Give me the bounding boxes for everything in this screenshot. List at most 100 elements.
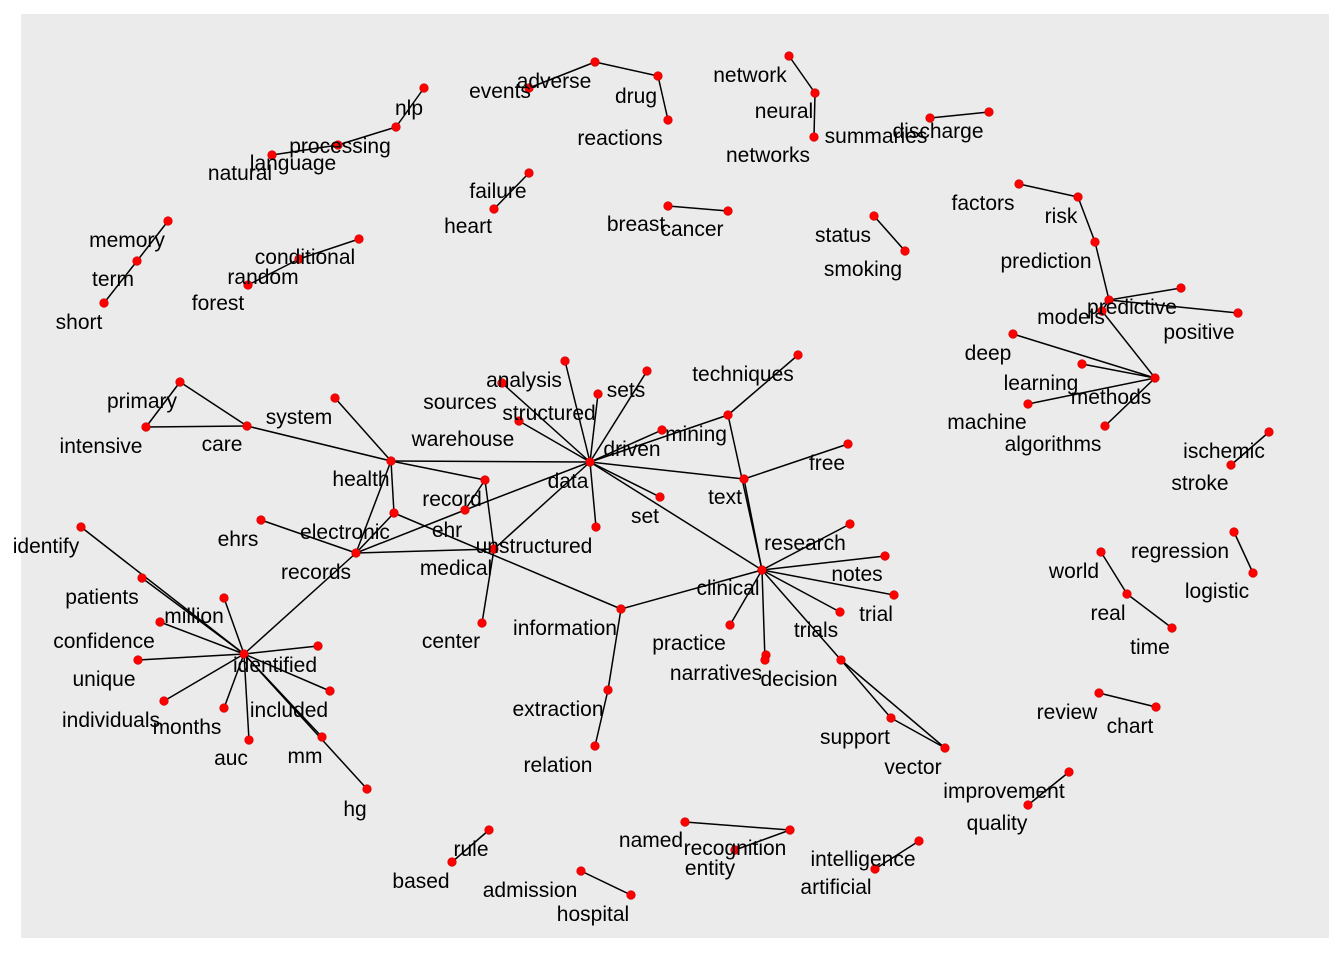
node-label-algorithms: algorithms xyxy=(1005,433,1102,456)
node-positive2 xyxy=(1233,308,1243,318)
node-label-driven: driven xyxy=(603,438,660,461)
edge-electronic-records xyxy=(355,512,395,554)
edge-patients-identified xyxy=(141,577,245,655)
edge-system-health xyxy=(334,397,392,462)
edge-machine-methods xyxy=(1027,377,1156,405)
node-label-language: language xyxy=(250,152,336,175)
node-label-deep: deep xyxy=(965,342,1012,365)
node-entity xyxy=(730,845,740,855)
node-label-nlp: nlp xyxy=(395,97,423,120)
edge-improvement-quality xyxy=(1027,771,1070,806)
node-label-sources: sources xyxy=(423,391,497,414)
node-admission xyxy=(576,866,586,876)
node-intelligence xyxy=(914,836,924,846)
node-neural xyxy=(810,88,820,98)
node-label-trial: trial xyxy=(859,603,893,626)
node-deep xyxy=(1008,329,1018,339)
edge-months-identified xyxy=(223,653,245,709)
node-improvement xyxy=(1064,767,1074,777)
edge-clinical-decision xyxy=(761,569,766,661)
node-label-decision: decision xyxy=(760,668,837,691)
node-networks xyxy=(809,132,819,142)
node-ehr xyxy=(460,505,470,515)
node-confidence xyxy=(155,617,165,627)
edges-layer xyxy=(80,55,1270,896)
node-label-text: text xyxy=(708,486,742,509)
node-support2 xyxy=(886,713,896,723)
edge-hg-identified xyxy=(243,653,368,790)
node-primary xyxy=(175,377,185,387)
node-drug xyxy=(653,71,663,81)
node-label-electronic: electronic xyxy=(300,521,390,544)
node-conditional xyxy=(354,234,364,244)
node-label-review: review xyxy=(1037,701,1099,724)
node-label-mm: mm xyxy=(288,745,323,768)
node-label-status: status xyxy=(815,224,871,247)
node-artificial xyxy=(870,864,880,874)
node-label-neural: neural xyxy=(755,100,813,123)
edge-models-methods xyxy=(1101,310,1156,379)
node-chart xyxy=(1151,702,1161,712)
node-label-failure: failure xyxy=(469,180,526,203)
node-machine xyxy=(1023,399,1033,409)
node-memory xyxy=(163,216,173,226)
edge-review-chart xyxy=(1098,692,1157,708)
edge-medical-center xyxy=(481,548,495,624)
edge-named-recognition xyxy=(684,821,791,831)
edge-short-term xyxy=(103,260,138,304)
node-label-structured: structured xyxy=(502,402,595,425)
node-label-reactions: reactions xyxy=(577,127,662,150)
edge-health-record xyxy=(390,460,486,481)
node-identified xyxy=(239,649,249,659)
node-status xyxy=(869,211,879,221)
edge-language-processing xyxy=(337,126,397,146)
plot-panel xyxy=(21,14,1329,938)
node-label-processing: processing xyxy=(289,135,391,158)
edge-identified-identified2 xyxy=(243,645,319,655)
node-medical xyxy=(489,544,499,554)
node-label-regression: regression xyxy=(1131,540,1229,563)
node-label-clinical: clinical xyxy=(696,577,759,600)
node-label-quality: quality xyxy=(967,812,1028,835)
node-label-free: free xyxy=(809,452,845,475)
edge-data-ehr xyxy=(464,461,591,511)
node-label-stroke: stroke xyxy=(1171,472,1228,495)
node-label-admission: admission xyxy=(483,879,578,902)
edge-million-identified xyxy=(223,597,245,655)
node-support xyxy=(836,655,846,665)
node-label-support: support xyxy=(820,726,890,749)
edge-predictive-positive2 xyxy=(1108,299,1239,314)
edge-events-adverse xyxy=(528,61,596,89)
node-label-data: data xyxy=(548,470,589,493)
node-label-trials: trials xyxy=(794,619,838,642)
node-random xyxy=(294,254,304,264)
node-label-auc: auc xyxy=(214,747,248,770)
node-label-real: real xyxy=(1090,602,1125,625)
node-term xyxy=(132,256,142,266)
edge-analysis-data xyxy=(564,360,591,463)
node-identify xyxy=(76,522,86,532)
edge-primary-intensive xyxy=(145,381,181,428)
node-label-mining: mining xyxy=(665,423,727,446)
node-label-notes: notes xyxy=(831,563,882,586)
edge-records-ehr xyxy=(355,509,466,554)
node-label-rule: rule xyxy=(453,838,488,861)
node-practice xyxy=(725,620,735,630)
node-real xyxy=(1122,589,1132,599)
node-label-breast: breast xyxy=(607,213,666,236)
node-free xyxy=(843,439,853,449)
node-text xyxy=(739,474,749,484)
node-trials xyxy=(835,607,845,617)
edge-health-records xyxy=(355,460,392,554)
node-research xyxy=(845,519,855,529)
node-label-included: included xyxy=(250,699,328,722)
node-unstructured xyxy=(591,522,601,532)
edge-support2-vector xyxy=(890,717,946,749)
node-label-narratives: narratives xyxy=(670,662,762,685)
node-summaries xyxy=(925,113,935,123)
labels-layer: nlpprocessinglanguagenaturaleventsadvers… xyxy=(13,64,1265,926)
node-label-learning: learning xyxy=(1004,372,1079,395)
node-care xyxy=(242,421,252,431)
edge-individuals-identified xyxy=(163,653,245,702)
edge-confidence-identified xyxy=(159,621,245,655)
